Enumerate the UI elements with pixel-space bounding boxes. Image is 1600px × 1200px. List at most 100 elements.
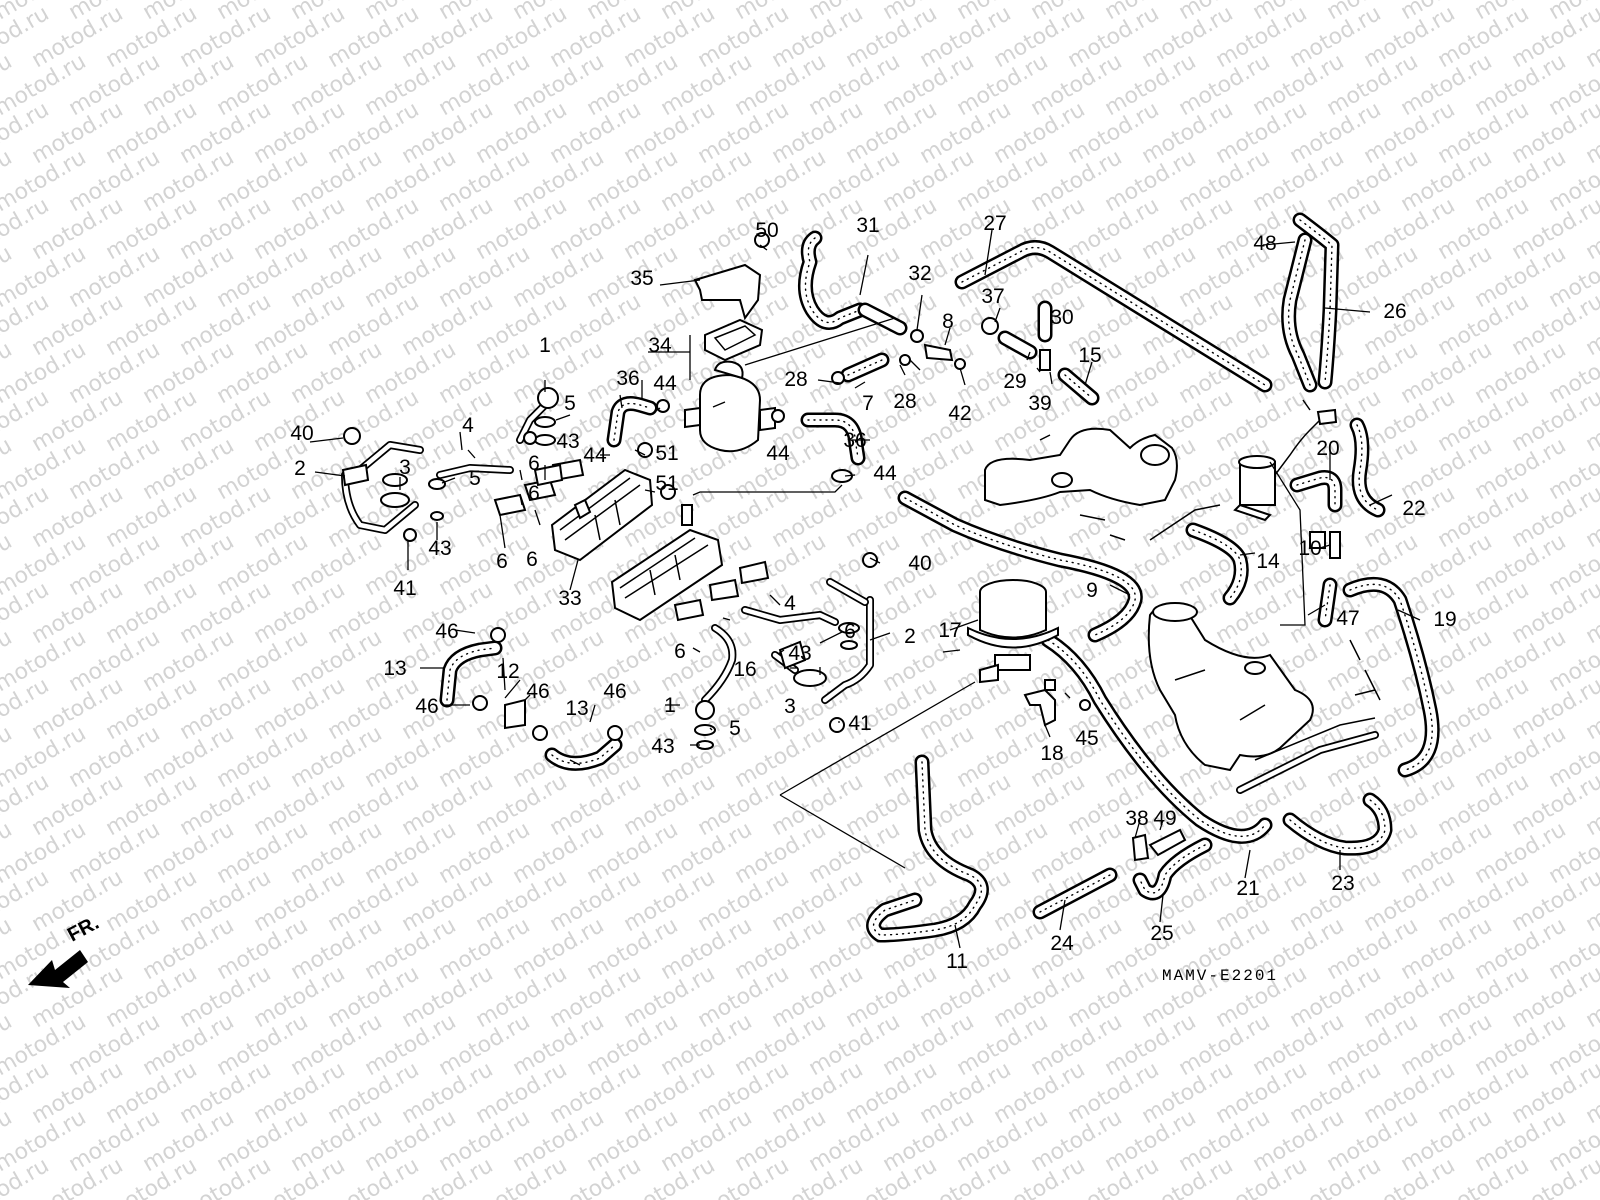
solenoid-right (1233, 408, 1341, 559)
callout-number: 43 (651, 735, 674, 758)
bracket-35 (693, 263, 762, 321)
callout-number: 50 (755, 219, 778, 242)
callout-number: 13 (383, 657, 406, 680)
callout-number: 45 (1075, 727, 1098, 750)
callout-number: 4 (462, 414, 474, 437)
hose-19 (1342, 576, 1440, 778)
hose-14 (1185, 522, 1249, 606)
callout-number: 29 (1003, 370, 1026, 393)
hose-7 (840, 352, 890, 383)
callout-number: 5 (564, 392, 576, 415)
callout-number: 32 (908, 262, 931, 285)
callout-number: 18 (1040, 742, 1063, 765)
air-valve-33-upper (550, 468, 654, 562)
callout-number: 48 (1253, 232, 1276, 255)
callout-number: 51 (655, 472, 678, 495)
pipe-40-right (826, 578, 869, 606)
callout-number: 30 (1050, 306, 1073, 329)
callout-number: 6 (528, 482, 540, 505)
pipe-1-lower (701, 624, 737, 704)
callout-number: 10 (1298, 537, 1321, 560)
callout-number: 22 (1402, 497, 1425, 520)
parts-layer (28, 212, 1440, 988)
callout-number: 43 (788, 642, 811, 665)
callout-number: 23 (1331, 872, 1354, 895)
callout-number: 25 (1150, 922, 1173, 945)
callout-number: 1 (664, 694, 676, 717)
interconnect-lines (692, 317, 1361, 869)
hose-25 (1132, 837, 1213, 901)
diagram-code: MAMV-E2201 (1162, 967, 1278, 985)
callout-number: 15 (1078, 344, 1101, 367)
callout-number: 47 (1336, 607, 1359, 630)
callout-number: 5 (729, 717, 741, 740)
callout-number: 4 (784, 592, 796, 615)
callout-number: 44 (653, 372, 677, 395)
bracket-18 (1023, 679, 1056, 727)
callout-number: 46 (603, 680, 626, 703)
callout-number: 13 (565, 697, 588, 720)
callout-number: 36 (616, 367, 639, 390)
callout-number: 6 (674, 640, 686, 663)
callout-number: 38 (1125, 807, 1148, 830)
callout-number: 6 (528, 452, 540, 475)
hose-47 (1317, 577, 1338, 628)
hose-21 (1040, 632, 1273, 844)
callout-number: 1 (539, 334, 551, 357)
callout-number: 46 (526, 680, 549, 703)
callout-number: 5 (469, 467, 481, 490)
callout-number: 3 (399, 456, 411, 479)
callout-number: 46 (415, 695, 438, 718)
callout-number: 49 (1153, 807, 1176, 830)
callout-number: 3 (784, 695, 796, 718)
callout-number: 36 (843, 429, 866, 452)
manifold-lower (1147, 602, 1381, 794)
pipe-2-right (821, 596, 874, 704)
callout-number: 51 (655, 442, 678, 465)
hose-15 (1057, 367, 1100, 406)
hose-31b (857, 302, 908, 336)
callout-number: 6 (844, 620, 856, 643)
hose-36-right (800, 412, 866, 466)
callout-number: 44 (766, 442, 790, 465)
callout-number: 41 (393, 577, 416, 600)
callout-number: 35 (630, 267, 653, 290)
callout-number: 17 (938, 619, 961, 642)
hose-36-left (606, 396, 658, 448)
callout-number: 24 (1050, 932, 1074, 955)
solenoid-17 (967, 579, 1059, 684)
callout-number: 28 (784, 368, 807, 391)
callout-number: 16 (733, 658, 756, 681)
callout-number: 8 (942, 310, 954, 333)
hose-22 (1349, 417, 1386, 518)
pipe-4-left (356, 441, 514, 479)
callout-number: 11 (946, 950, 968, 973)
hose-29 (997, 330, 1038, 360)
hose-20 (1289, 470, 1343, 513)
callout-number: 40 (290, 422, 313, 445)
callout-number: 41 (848, 712, 871, 735)
callout-number: 39 (1028, 392, 1051, 415)
hose-31 (798, 230, 868, 330)
pipe-1-upper (516, 401, 549, 444)
callout-number: 26 (1383, 300, 1406, 323)
callout-number: 14 (1256, 550, 1280, 573)
callout-number: 44 (873, 462, 897, 485)
callout-number: 44 (583, 444, 607, 467)
callout-number: 37 (981, 285, 1004, 308)
manifold-upper (984, 427, 1221, 541)
callout-number: 43 (556, 430, 579, 453)
callout-number: 28 (893, 390, 916, 413)
pair-valve-34 (684, 318, 776, 453)
callout-number: 2 (904, 625, 916, 648)
hose-27 (954, 240, 1273, 393)
leader-layer (309, 229, 1421, 949)
callout-number: 12 (496, 660, 519, 683)
hose-24 (1032, 867, 1118, 920)
hose-23 (1282, 792, 1393, 856)
callout-number: 33 (558, 587, 581, 610)
hose-9 (897, 490, 1143, 643)
callout-number: 40 (908, 552, 931, 575)
